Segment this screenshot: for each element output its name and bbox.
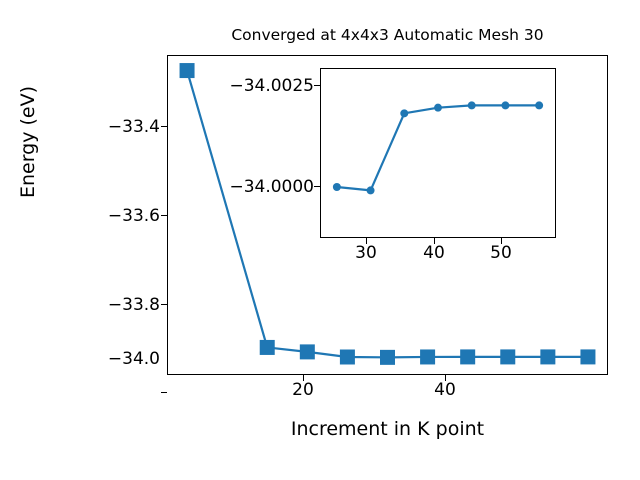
inset-data-point xyxy=(434,103,442,112)
inset-x-tick-label: 30 xyxy=(355,243,377,263)
inset-y-tick-mark xyxy=(314,186,320,188)
main-plot-axes xyxy=(167,55,608,375)
inset-y-tick-label: −34.0000 xyxy=(229,177,314,197)
main-data-point xyxy=(500,349,516,365)
inset-plot-axes xyxy=(320,68,556,238)
main-data-point xyxy=(380,349,395,365)
inset-x-tick-label: 40 xyxy=(423,243,445,263)
inset-data-point xyxy=(332,183,341,191)
y-tick-mark xyxy=(161,126,167,128)
y-tick-label: −33.4 xyxy=(107,117,160,137)
main-marker-group xyxy=(179,63,596,365)
inset-data-point xyxy=(501,101,510,110)
y-tick-mark xyxy=(161,304,167,306)
inset-data-point xyxy=(467,101,476,110)
inset-x-tick-mark xyxy=(366,238,368,244)
inset-data-point xyxy=(400,109,409,118)
y-tick-label: −33.8 xyxy=(107,295,160,315)
main-data-point xyxy=(259,339,275,355)
inset-y-tick-label: −34.0025 xyxy=(229,76,314,96)
main-data-point xyxy=(460,349,476,365)
y-axis-label: Energy (eV) xyxy=(17,85,39,199)
x-tick-label: 40 xyxy=(434,380,456,400)
main-data-point xyxy=(179,63,195,79)
main-data-point xyxy=(540,349,556,365)
main-data-point xyxy=(580,349,596,365)
inset-data-series xyxy=(332,101,544,195)
chart-title: Converged at 4x4x3 Automatic Mesh 30 xyxy=(231,26,544,44)
inset-x-tick-mark xyxy=(434,238,436,244)
y-tick-mark xyxy=(161,392,167,394)
inset-x-tick-mark xyxy=(501,238,503,244)
x-axis-label: Increment in K point xyxy=(290,418,485,440)
inset-x-tick-label: 50 xyxy=(490,243,512,263)
inset-line-path xyxy=(335,104,541,192)
y-tick-label: −33.6 xyxy=(107,206,160,226)
inset-y-tick-mark xyxy=(314,85,320,87)
x-tick-mark xyxy=(303,375,305,381)
inset-marker-group xyxy=(332,101,544,195)
x-tick-mark xyxy=(445,375,447,381)
main-data-point xyxy=(420,349,436,365)
inset-data-point xyxy=(535,101,544,110)
x-tick-label: 20 xyxy=(292,380,314,400)
main-data-series xyxy=(179,63,596,365)
y-tick-label: −34.0 xyxy=(107,349,160,369)
main-line-path xyxy=(185,69,590,359)
y-tick-mark xyxy=(161,215,167,217)
main-data-point xyxy=(339,349,355,365)
main-data-point xyxy=(299,344,315,360)
inset-data-point xyxy=(366,186,375,195)
